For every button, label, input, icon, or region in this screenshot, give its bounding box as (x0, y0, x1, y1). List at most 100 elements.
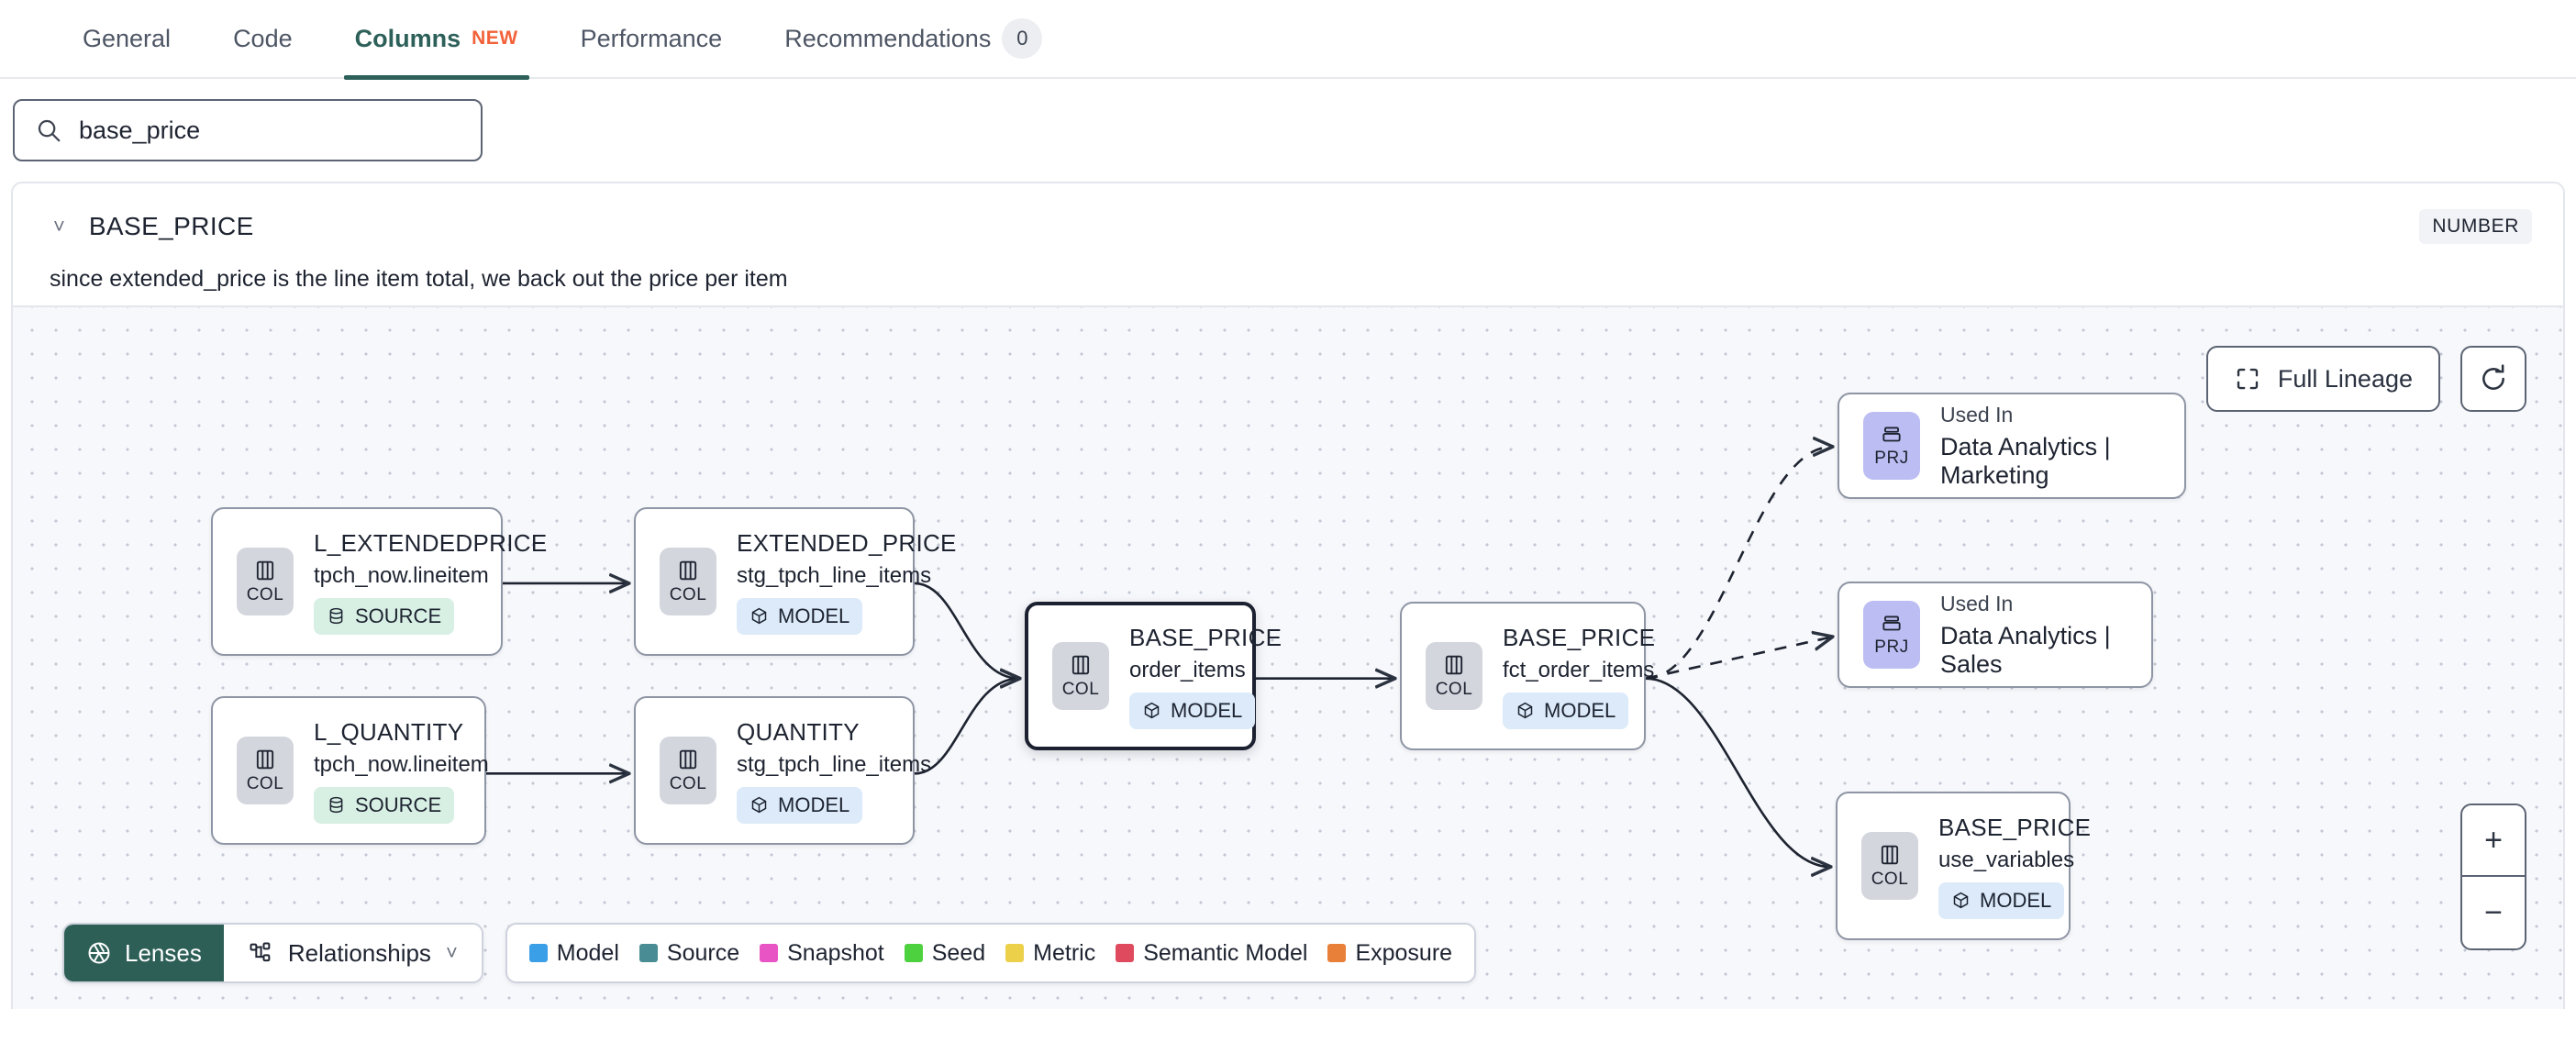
col-badge-label: COL (246, 774, 284, 793)
refresh-button[interactable] (2460, 346, 2526, 412)
tab-code[interactable]: Code (202, 0, 324, 78)
node-pill-model: MODEL (1129, 692, 1256, 729)
column-type-badge: NUMBER (2419, 209, 2532, 244)
legend-item: Metric (1005, 940, 1095, 967)
col-badge-label: COL (246, 585, 284, 604)
full-lineage-button[interactable]: Full Lineage (2205, 346, 2440, 412)
tab-label: Recommendations (784, 24, 992, 52)
legend-item: Semantic Model (1116, 940, 1307, 967)
project-icon (1882, 427, 1901, 442)
node-pill-source: SOURCE (314, 597, 455, 635)
lineage-node-l-extendedprice[interactable]: COL L_EXTENDEDPRICE tpch_now.lineitem SO… (211, 507, 548, 656)
search-input[interactable] (79, 116, 461, 145)
prj-badge-label: PRJ (1874, 637, 1909, 657)
tab-general[interactable]: General (51, 0, 202, 78)
node-title: L_QUANTITY (314, 717, 464, 746)
cube-icon (751, 607, 767, 625)
legend-label: Snapshot (787, 939, 884, 966)
lineage-node-project-sales[interactable]: PRJ Used In Data Analytics | Sales (1838, 582, 2153, 688)
tab-new-badge: NEW (472, 28, 518, 49)
column-card: ˅ BASE_PRICE NUMBER since extended_price… (11, 182, 2565, 1009)
search-area (0, 79, 2576, 182)
pill-label: MODEL (1171, 698, 1243, 722)
lenses-label: Lenses (125, 938, 202, 967)
node-project-name: Data Analytics | Sales (1940, 621, 2111, 678)
edge-n6-n7 (1645, 447, 1832, 680)
legend-label: Metric (1033, 939, 1096, 966)
col-badge: COL (1861, 832, 1918, 900)
col-badge: COL (660, 548, 716, 615)
node-subtitle: use_variables (1938, 847, 2075, 872)
lineage-node-base-price-order-items[interactable]: COL BASE_PRICE order_items MODEL (1025, 602, 1282, 750)
tab-columns[interactable]: Columns NEW (324, 0, 550, 80)
lineage-node-base-price-use-variables[interactable]: COL BASE_PRICE use_variables MODEL (1836, 792, 2091, 940)
legend-label: Source (666, 939, 740, 966)
node-body: L_QUANTITY tpch_now.lineitem SOURCE (314, 717, 489, 824)
node-body: L_EXTENDEDPRICE tpch_now.lineitem SOURCE (314, 528, 548, 635)
canvas-top-controls: Full Lineage (2205, 346, 2526, 412)
recommendations-count-badge: 0 (1002, 18, 1043, 59)
node-body: QUANTITY stg_tpch_line_items MODEL (737, 718, 932, 824)
prj-badge-label: PRJ (1874, 449, 1909, 468)
relationships-button[interactable]: Relationships ˅ (223, 925, 482, 981)
tab-recommendations[interactable]: Recommendations 0 (753, 0, 1073, 78)
search-box[interactable] (13, 99, 483, 161)
tab-performance[interactable]: Performance (550, 0, 754, 78)
lenses-button[interactable]: Lenses (64, 925, 224, 981)
node-pill-model: MODEL (737, 786, 863, 824)
node-project-name: Data Analytics | Marketing (1940, 432, 2111, 489)
lineage-node-quantity[interactable]: COL QUANTITY stg_tpch_line_items MODEL (634, 696, 932, 845)
lineage-node-l-quantity[interactable]: COL L_QUANTITY tpch_now.lineitem SOURCE (211, 696, 489, 845)
node-title: EXTENDED_PRICE (737, 528, 957, 557)
node-title: BASE_PRICE (1129, 623, 1282, 651)
col-badge: COL (237, 548, 294, 615)
node-title: BASE_PRICE (1503, 623, 1656, 651)
lineage-canvas[interactable]: COL L_EXTENDEDPRICE tpch_now.lineitem SO… (13, 305, 2563, 1009)
legend-item: Seed (904, 940, 985, 967)
node-subtitle: tpch_now.lineitem (314, 562, 489, 588)
node-subtitle: stg_tpch_line_items (737, 751, 932, 777)
lineage-node-extended-price[interactable]: COL EXTENDED_PRICE stg_tpch_line_items M… (634, 507, 957, 656)
zoom-in-button[interactable]: + (2462, 805, 2525, 877)
node-subtitle: stg_tpch_line_items (737, 562, 932, 588)
edge-n4-n5 (914, 679, 1019, 775)
zoom-out-button[interactable]: − (2484, 894, 2503, 930)
relationships-icon (248, 940, 273, 966)
relationships-label: Relationships (287, 938, 431, 967)
col-badge-label: COL (1871, 870, 1909, 889)
node-pill-model: MODEL (1503, 692, 1629, 729)
column-name: BASE_PRICE (88, 212, 254, 240)
col-badge: COL (237, 737, 294, 804)
legend-label: Semantic Model (1143, 939, 1308, 966)
col-badge: COL (660, 737, 716, 804)
column-header: ˅ BASE_PRICE NUMBER (13, 183, 2563, 244)
col-badge-label: COL (1061, 680, 1100, 699)
pill-label: MODEL (778, 604, 850, 627)
legend-swatch-seed (904, 944, 923, 962)
full-lineage-label: Full Lineage (2277, 364, 2413, 393)
node-usedin-label: Used In (1940, 402, 2014, 427)
pill-label: SOURCE (355, 793, 442, 816)
node-pill-model: MODEL (737, 597, 863, 635)
lenses-relationships-group: Lenses Relationships ˅ (62, 923, 483, 983)
edge-n6-n8 (1645, 637, 1832, 680)
cube-icon (1144, 702, 1160, 719)
col-badge: COL (1052, 642, 1109, 710)
node-title: L_EXTENDEDPRICE (314, 528, 548, 557)
legend-swatch-exposure (1327, 944, 1347, 962)
node-body: BASE_PRICE order_items MODEL (1129, 623, 1282, 729)
node-body: BASE_PRICE use_variables MODEL (1938, 814, 2091, 919)
expand-icon (2234, 365, 2261, 393)
pill-label: MODEL (1544, 698, 1616, 722)
legend-swatch-source (638, 944, 658, 962)
col-badge-label: COL (669, 585, 707, 604)
lineage-node-project-marketing[interactable]: PRJ Used In Data Analytics | Marketing (1838, 393, 2186, 499)
node-pill-model: MODEL (1938, 881, 2065, 919)
legend-item: Snapshot (760, 940, 884, 967)
column-description: since extended_price is the line item to… (50, 266, 788, 292)
lineage-node-base-price-fct-order-items[interactable]: COL BASE_PRICE fct_order_items MODEL (1400, 602, 1656, 750)
chevron-down-icon[interactable]: ˅ (53, 215, 65, 238)
tab-label: Code (233, 24, 293, 52)
legend-label: Model (556, 939, 619, 966)
legend-swatch-snapshot (760, 944, 779, 962)
